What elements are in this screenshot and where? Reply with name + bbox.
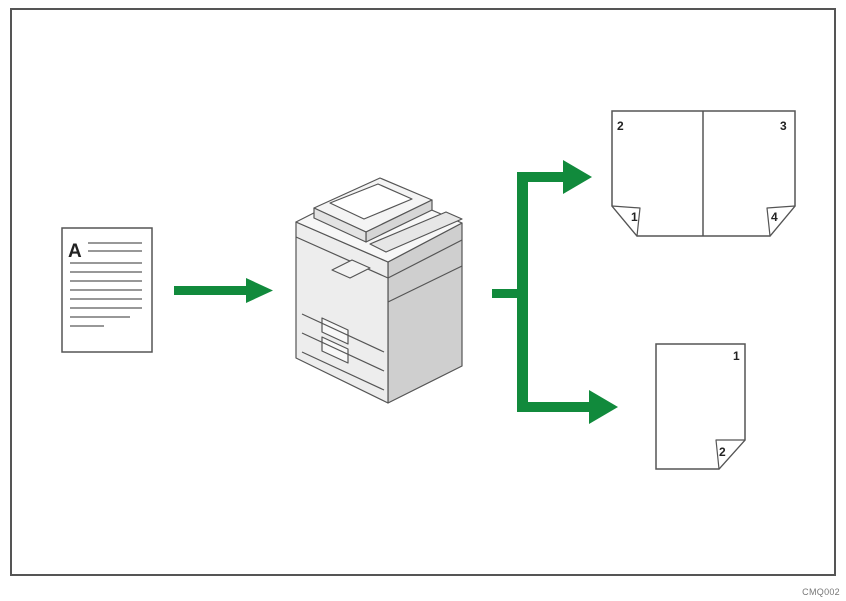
upper-arrow-head — [563, 160, 592, 194]
sheet-page-number-back: 2 — [719, 445, 726, 459]
branch-lower — [517, 402, 593, 412]
booklet-page-number-back-right: 4 — [771, 210, 778, 224]
branch-upper — [517, 172, 567, 182]
booklet-page-number-back-left: 1 — [631, 210, 638, 224]
original-document: A — [61, 227, 153, 353]
branch-trunk — [517, 172, 528, 412]
lower-arrow-head — [589, 390, 618, 424]
sheet-page-number-front: 1 — [733, 349, 740, 363]
printer-icon — [295, 177, 463, 404]
figure-code: CMQ002 — [802, 587, 840, 597]
text-lines — [70, 242, 142, 327]
original-letter: A — [68, 241, 82, 262]
output-arrows — [492, 160, 618, 424]
input-arrow — [174, 278, 273, 303]
booklet-page-number-left: 2 — [617, 119, 624, 133]
booklet-page-number-right: 3 — [780, 119, 787, 133]
single-sheet-output: 1 2 — [655, 343, 746, 470]
booklet-output: 2 3 1 4 — [611, 110, 796, 237]
branch-stem — [492, 289, 528, 298]
